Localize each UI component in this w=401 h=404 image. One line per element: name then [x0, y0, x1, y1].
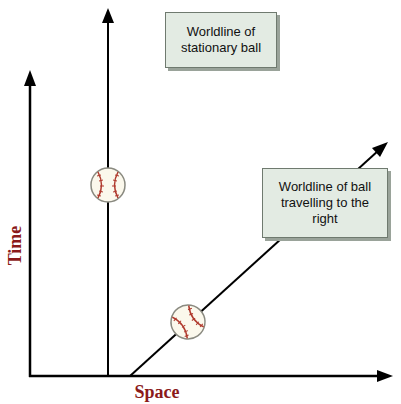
worldline-arrowhead: [102, 8, 114, 23]
axis-label-holder: Time: [6, 225, 27, 265]
axis-label: Time: [6, 225, 27, 265]
callout-text: Worldline of ball travelling to the righ…: [269, 179, 381, 227]
baseball: [91, 168, 125, 202]
axis-arrowhead: [24, 70, 36, 86]
callout-text: Worldline of stationary ball: [172, 24, 270, 56]
baseball: [164, 298, 211, 345]
axis-label-holder: Space: [135, 382, 180, 403]
worldline-arrowhead: [372, 142, 388, 157]
callout-box: Worldline of ball travelling to the righ…: [262, 168, 388, 238]
space-axis: [29, 375, 380, 378]
callout-box: Worldline of stationary ball: [165, 12, 277, 68]
axis-arrowhead: [377, 370, 393, 382]
time-axis: [29, 82, 32, 377]
axis-label: Space: [135, 382, 180, 403]
